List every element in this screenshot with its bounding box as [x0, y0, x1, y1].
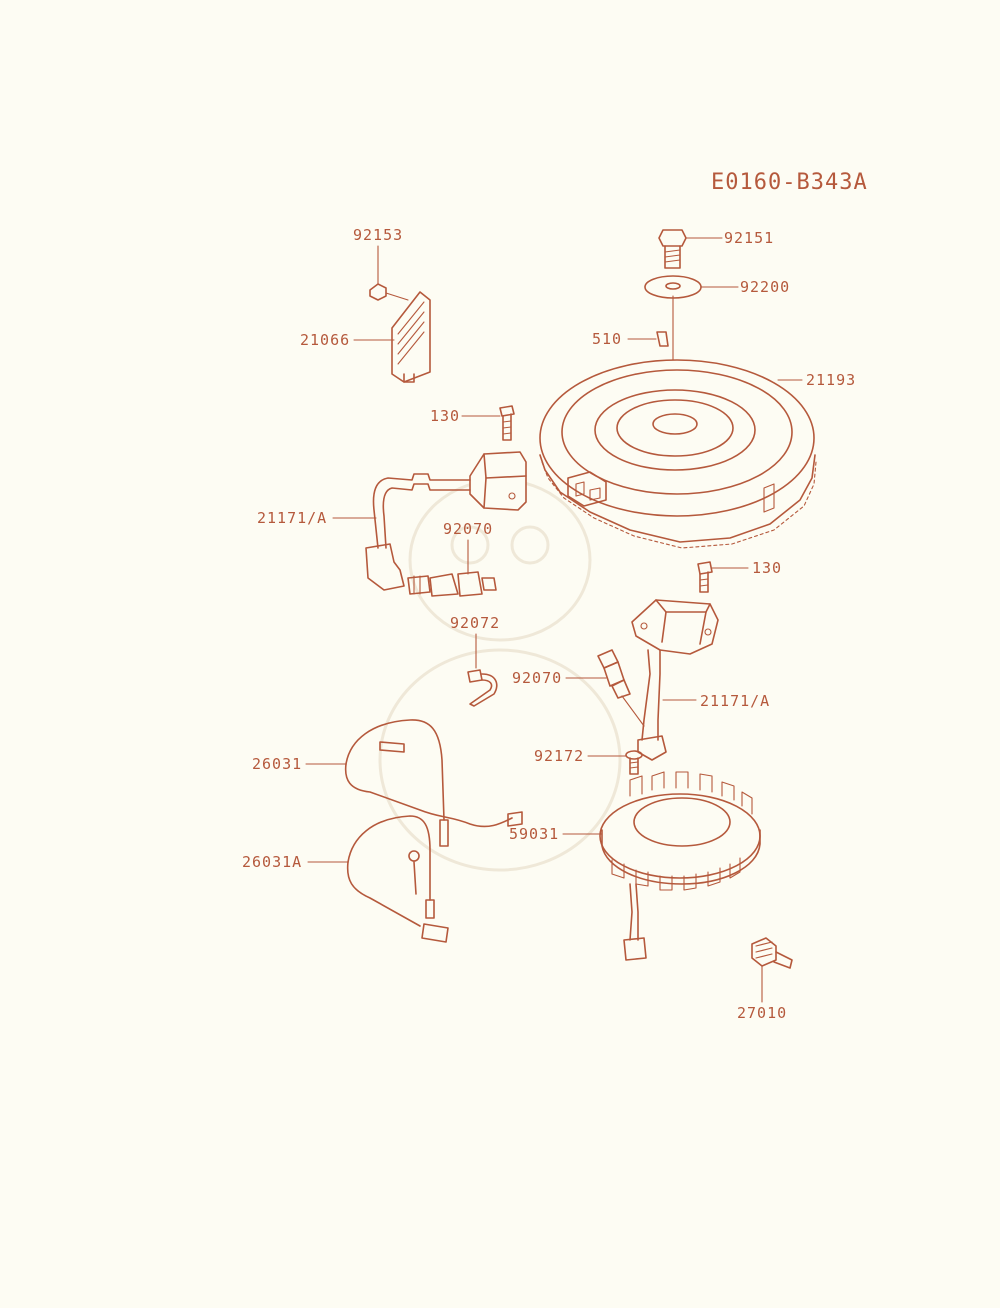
label-92070-mid[interactable]: 92070 [512, 669, 562, 687]
label-92200[interactable]: 92200 [740, 278, 790, 296]
part-ignition-coil-right[interactable] [631, 599, 719, 761]
part-26031-harness[interactable] [344, 719, 523, 847]
part-92172-screw[interactable] [625, 750, 643, 775]
part-92070-spark-plug-top[interactable] [407, 571, 497, 597]
part-59031-stator[interactable] [599, 771, 761, 961]
part-spark-plug-cap[interactable] [365, 543, 405, 591]
part-ignition-coil-left[interactable] [372, 451, 527, 549]
label-21171A-right[interactable]: 21171/A [700, 692, 770, 710]
part-92200-washer[interactable] [644, 275, 702, 299]
part-27010-switch[interactable] [751, 937, 793, 969]
part-92070-spark-plug-mid[interactable] [597, 649, 645, 727]
watermark [378, 478, 622, 872]
part-92072-clip[interactable] [467, 669, 498, 707]
label-92172[interactable]: 92172 [534, 747, 584, 765]
part-26031A-harness[interactable] [346, 815, 449, 943]
part-130-bolt-right[interactable] [697, 561, 713, 593]
label-130-right[interactable]: 130 [752, 559, 782, 577]
label-510[interactable]: 510 [592, 330, 622, 348]
part-130-bolt-top[interactable] [499, 405, 515, 441]
part-21193-flywheel[interactable] [539, 359, 817, 549]
part-510-key[interactable] [656, 331, 669, 347]
label-59031[interactable]: 59031 [509, 825, 559, 843]
label-27010[interactable]: 27010 [737, 1004, 787, 1022]
label-21171A-left[interactable]: 21171/A [257, 509, 327, 527]
label-21193[interactable]: 21193 [806, 371, 856, 389]
diagram-code: E0160-B343A [711, 170, 868, 195]
label-92072[interactable]: 92072 [450, 614, 500, 632]
label-130-top[interactable]: 130 [430, 407, 460, 425]
label-92070-top[interactable]: 92070 [443, 520, 493, 538]
part-21066-rectifier[interactable] [391, 291, 431, 383]
label-26031A[interactable]: 26031A [242, 853, 302, 871]
label-92151[interactable]: 92151 [724, 229, 774, 247]
label-21066[interactable]: 21066 [300, 331, 350, 349]
label-92153[interactable]: 92153 [353, 226, 403, 244]
label-26031[interactable]: 26031 [252, 755, 302, 773]
part-92151-bolt[interactable] [658, 229, 687, 269]
part-92153-screw[interactable] [369, 283, 409, 301]
